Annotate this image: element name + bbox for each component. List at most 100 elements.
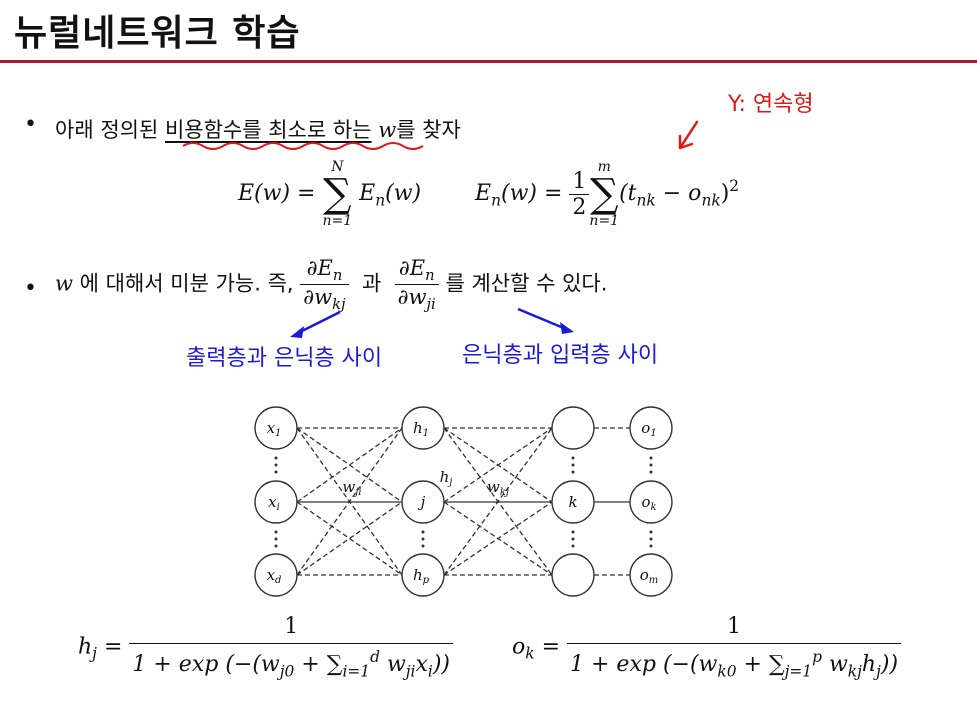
bullet-1-text: 아래 정의된 비용함수를 최소로 하는 w를 찾자 bbox=[55, 114, 461, 144]
page-title: 뉴럴네트워크 학습 bbox=[14, 13, 301, 54]
cost-function-total: E(w) = N ∑ n=1 En(w) bbox=[238, 160, 421, 228]
eq2-body: (t bbox=[619, 181, 637, 206]
eq2-half: 1 2 bbox=[569, 168, 590, 220]
eq2-lhs-sub: n bbox=[491, 191, 501, 210]
fo-w2: w bbox=[821, 652, 848, 678]
node-label-o1: o1 bbox=[641, 419, 656, 439]
frac1-num-sub: n bbox=[332, 267, 343, 285]
hidden-node bbox=[401, 553, 445, 597]
eq2-lhs: E bbox=[475, 181, 492, 206]
fh-lhs-sub: j bbox=[92, 644, 97, 663]
handwritten-note: Y: 연속형 bbox=[728, 92, 814, 117]
edge-label-hj: hj bbox=[440, 468, 453, 488]
node-label-j: j bbox=[418, 493, 426, 511]
eq1-sum-lower: n=1 bbox=[322, 213, 353, 229]
fh-den-prefix: 1 + exp bbox=[132, 652, 219, 678]
bullet-2-var: w bbox=[55, 271, 73, 296]
eq1-term-sub: n bbox=[375, 191, 386, 210]
sigma-symbol: ∑ bbox=[589, 171, 619, 217]
red-wavy-underline bbox=[182, 142, 424, 150]
fo-sum-sub: j=1 bbox=[784, 662, 813, 681]
input-node bbox=[254, 553, 298, 597]
node-label-xd: xd bbox=[267, 566, 282, 586]
eq2-t-sub: nk bbox=[636, 191, 656, 210]
fo-lhs-sub: k bbox=[525, 644, 535, 663]
fh-w2: w bbox=[379, 652, 406, 678]
fh-open: (−(w bbox=[225, 652, 280, 678]
blue-arrow-left-head bbox=[290, 326, 304, 338]
eq2-close: ) bbox=[720, 181, 730, 206]
k-layer-node bbox=[551, 406, 595, 450]
node-label-x1: x1 bbox=[267, 419, 282, 439]
hidden-node bbox=[401, 480, 445, 524]
output-node bbox=[629, 553, 673, 597]
blue-arrow-right-head bbox=[560, 322, 574, 334]
fh-num: 1 bbox=[284, 614, 299, 639]
bullet-1-underlined: 비용함수를 최소로 하는 bbox=[164, 118, 372, 142]
frac2-num-sub: n bbox=[425, 267, 435, 285]
partial-wji: ∂En ∂wji bbox=[394, 256, 439, 314]
bullet-2-text2: 를 계산할 수 있다. bbox=[445, 271, 608, 296]
formula-hidden-activation: hj = 1 1 + exp (−(wj0 + ∑i=1d wjixi)) bbox=[78, 614, 454, 681]
fo-x: h bbox=[861, 652, 877, 678]
partial-wkj: ∂En ∂wkj bbox=[300, 256, 349, 314]
eq2-sum-lower: n=1 bbox=[589, 213, 620, 229]
fh-eq: = bbox=[103, 634, 123, 660]
eq1-term: E bbox=[359, 181, 376, 206]
red-arrow-mark bbox=[678, 120, 699, 150]
sigma-symbol: ∑ bbox=[323, 171, 352, 217]
frac1-num: ∂E bbox=[306, 256, 333, 280]
eq1-term-arg: (w) bbox=[385, 181, 422, 206]
eq2-sum-upper: m bbox=[597, 159, 611, 175]
eq1-sum: N ∑ n=1 bbox=[322, 160, 352, 228]
bullet-2-and: 과 bbox=[361, 271, 382, 296]
node-label-k: k bbox=[568, 493, 577, 511]
fo-lhs: o bbox=[512, 634, 526, 660]
vertical-ellipses bbox=[274, 456, 653, 548]
fh-x: x bbox=[415, 652, 428, 678]
fh-lhs: h bbox=[78, 634, 93, 660]
fh-fraction: 1 1 + exp (−(wj0 + ∑i=1d wjixi)) bbox=[129, 614, 454, 681]
hidden-node bbox=[401, 406, 445, 450]
fh-w2-sub: ji bbox=[405, 662, 416, 681]
frac1-den-sub: kj bbox=[332, 296, 346, 314]
fo-plus-sum: + ∑ bbox=[736, 652, 785, 678]
node-label-hp: hp bbox=[413, 566, 430, 586]
output-node bbox=[629, 480, 673, 524]
eq2-minus: − o bbox=[655, 181, 702, 206]
blue-arrow-right bbox=[517, 307, 567, 331]
fo-eq: = bbox=[541, 634, 561, 660]
fo-w-sub: k0 bbox=[717, 662, 737, 681]
fh-sum-sub: i=1 bbox=[342, 662, 371, 681]
frac2-den: ∂w bbox=[397, 285, 427, 310]
node-label-om: om bbox=[640, 566, 659, 586]
fo-den-prefix: 1 + exp bbox=[570, 652, 656, 678]
blue-arrow-left bbox=[295, 310, 341, 336]
bullet-1-dot: • bbox=[24, 112, 37, 137]
bullet-1-suffix: 를 찾자 bbox=[396, 118, 461, 142]
k-layer-node bbox=[551, 480, 595, 524]
formula-output-activation: ok = 1 1 + exp (−(wk0 + ∑j=1p wkjhj)) bbox=[512, 614, 902, 681]
fh-sum-sup: d bbox=[370, 648, 380, 666]
frac2-num: ∂E bbox=[398, 256, 426, 280]
eq2-lhs-arg: (w) = bbox=[500, 181, 563, 206]
node-label-ok: ok bbox=[641, 493, 656, 513]
bullet-1-prefix: 아래 정의된 bbox=[55, 118, 165, 142]
fh-close: )) bbox=[432, 652, 451, 678]
bullet-2-dot: • bbox=[24, 276, 37, 301]
bullet-2-text1: 에 대해서 미분 가능. 즉, bbox=[79, 271, 294, 296]
frac2-den-sub: ji bbox=[426, 296, 436, 314]
fh-x-sub: i bbox=[427, 662, 433, 681]
node-label-xi: xi bbox=[268, 493, 280, 513]
fo-sum-sup: p bbox=[812, 648, 822, 666]
fo-x-sub: j bbox=[876, 662, 881, 681]
eq2-power: 2 bbox=[729, 176, 740, 195]
eq1-sum-upper: N bbox=[331, 159, 344, 175]
fo-num: 1 bbox=[727, 614, 742, 639]
eq2-half-num: 1 bbox=[572, 168, 587, 194]
input-node bbox=[254, 406, 298, 450]
fh-den: 1 + exp (−(wj0 + ∑i=1d wjixi)) bbox=[129, 643, 454, 681]
fo-close: )) bbox=[880, 652, 899, 678]
bullet-2-text: w 에 대해서 미분 가능. 즉, ∂En ∂wkj 과 ∂En ∂wji 를 … bbox=[55, 256, 607, 313]
